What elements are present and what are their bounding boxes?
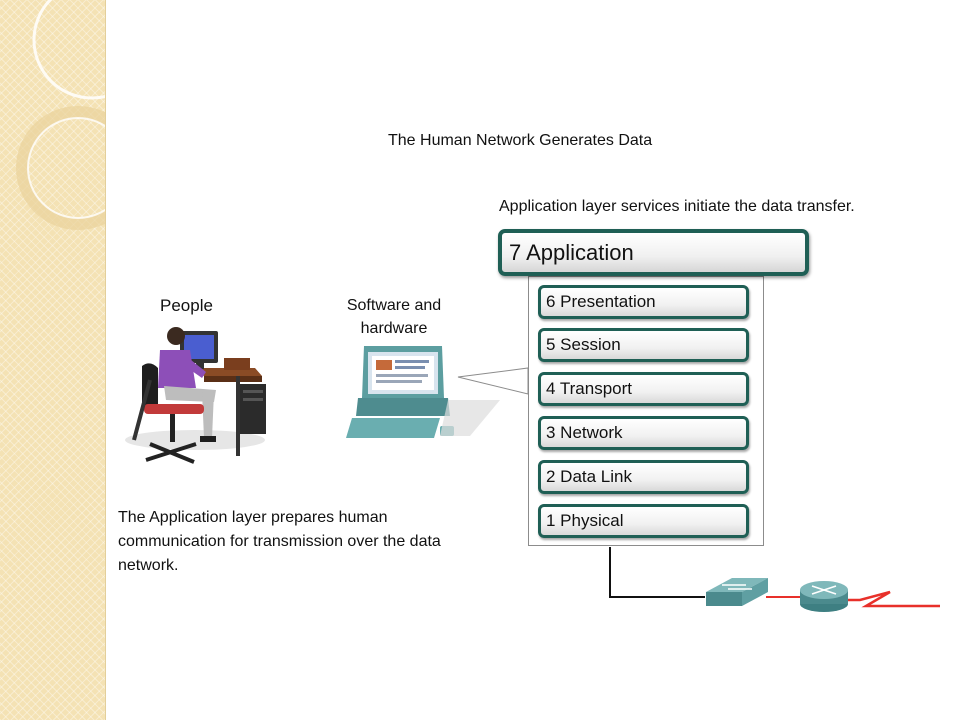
layer-application: 7 Application [498,229,809,276]
decorative-side-strip [0,0,106,720]
diagram-title: The Human Network Generates Data [388,132,653,149]
layer-data-link: 2 Data Link [538,460,749,494]
computer-icon [346,346,500,438]
stack-to-switch-cable [609,547,705,598]
switch-icon [706,578,768,606]
people-label: People [160,296,213,315]
wan-link-icon [848,590,940,608]
description-text: The Application layer prepares human com… [118,509,441,574]
software-label-line1: Software and [346,297,442,314]
callout-pointer [457,367,529,395]
layer-physical: 1 Physical [538,504,749,538]
layer-network: 3 Network [538,416,749,450]
application-caption: Application layer services initiate the … [499,198,855,215]
router-icon [800,581,848,612]
software-hardware-label: Software and hardware [336,294,452,340]
layer-session: 5 Session [538,328,749,362]
osi-stack-panel [528,276,764,546]
layer-transport: 4 Transport [538,372,749,406]
layer-presentation: 6 Presentation [538,285,749,319]
person-at-desk-icon [125,327,266,464]
software-label-line2: hardware [360,320,428,337]
decorative-rings [16,0,105,230]
